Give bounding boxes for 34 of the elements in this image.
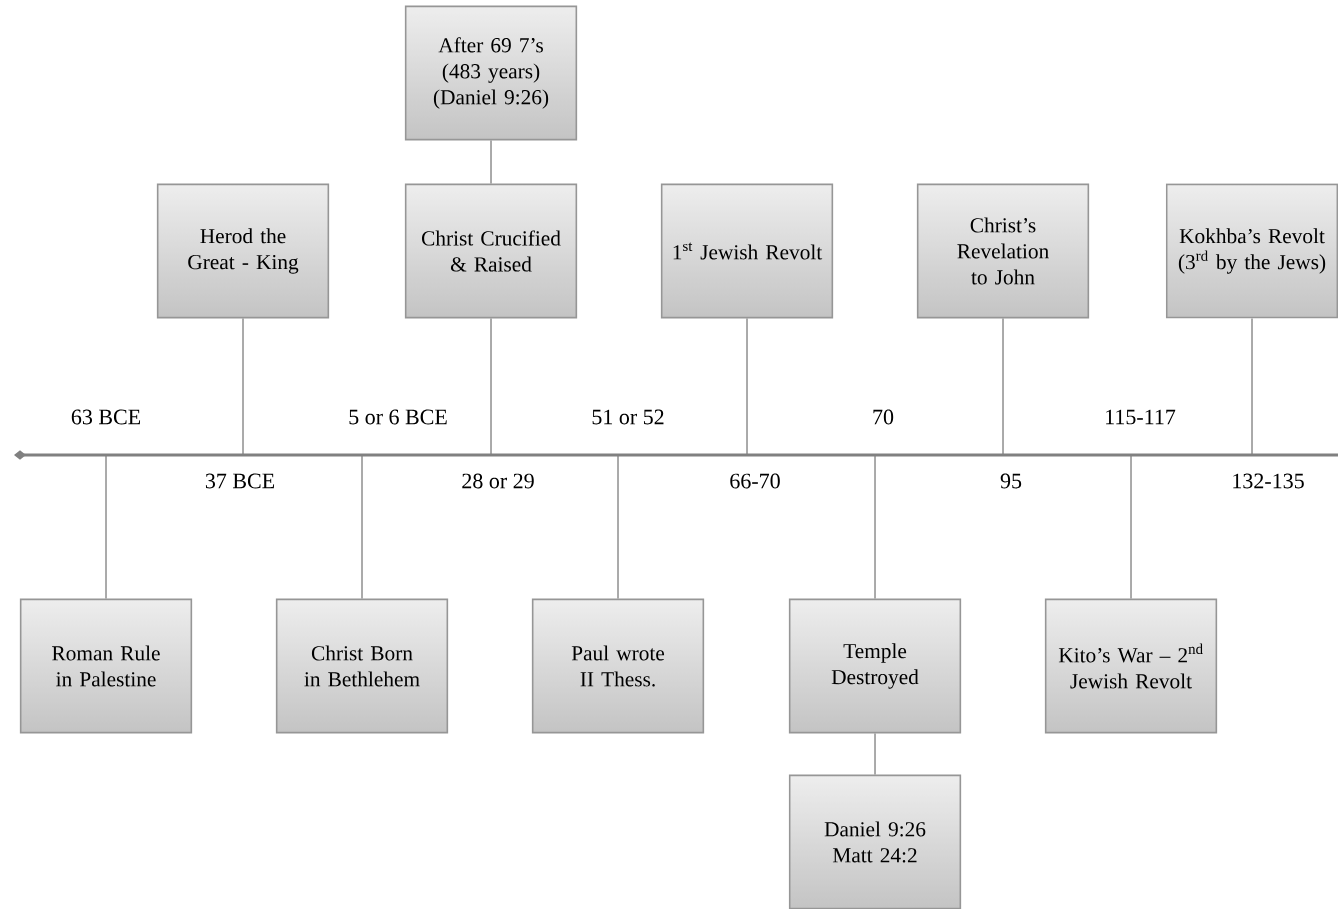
event-box: Daniel 9:26 Matt 24:2	[788, 774, 962, 909]
date-label: 51 or 52	[592, 409, 664, 425]
event-box: Temple Destroyed	[788, 598, 962, 734]
connector-line	[617, 454, 619, 600]
connector-line	[874, 732, 876, 776]
connector-line	[490, 139, 492, 185]
event-box: Christ Crucified & Raised	[404, 183, 578, 319]
event-box: Roman Rule in Palestine	[19, 598, 193, 734]
date-label: 70	[873, 409, 894, 425]
connector-line	[1130, 454, 1132, 600]
event-box: Kokhba’s Revolt (3$^{rd}$ by the Jews)	[1165, 183, 1338, 319]
connector-line	[105, 454, 107, 600]
date-label: 5 or 6 BCE	[349, 409, 447, 425]
date-label: 28 or 29	[462, 473, 534, 489]
event-box: 1$^{st}$ Jewish Revolt	[660, 183, 834, 319]
connector-line	[1002, 317, 1004, 456]
date-label: 115-117	[1106, 409, 1176, 425]
event-box: Christ Born in Bethlehem	[275, 598, 449, 734]
event-box: Kito’s War – 2$^{nd}$ Jewish Revolt	[1044, 598, 1218, 734]
event-box: After 69 7’s (483 years) (Daniel 9:26)	[404, 5, 578, 141]
date-label: 37 BCE	[205, 473, 275, 489]
connector-line	[1251, 317, 1253, 456]
connector-line	[361, 454, 363, 600]
date-label: 95	[1000, 473, 1022, 489]
connector-line	[746, 317, 748, 456]
date-label: 66-70	[730, 473, 780, 489]
event-box: Christ’s Revelation to John	[916, 183, 1090, 319]
connector-line	[874, 454, 876, 600]
connector-line	[242, 317, 244, 456]
event-box: Herod the Great - King	[156, 183, 330, 319]
event-box: Paul wrote II Thess.	[531, 598, 705, 734]
date-label: 63 BCE	[71, 409, 141, 425]
date-label: 132-135	[1233, 473, 1304, 489]
connector-line	[490, 317, 492, 456]
